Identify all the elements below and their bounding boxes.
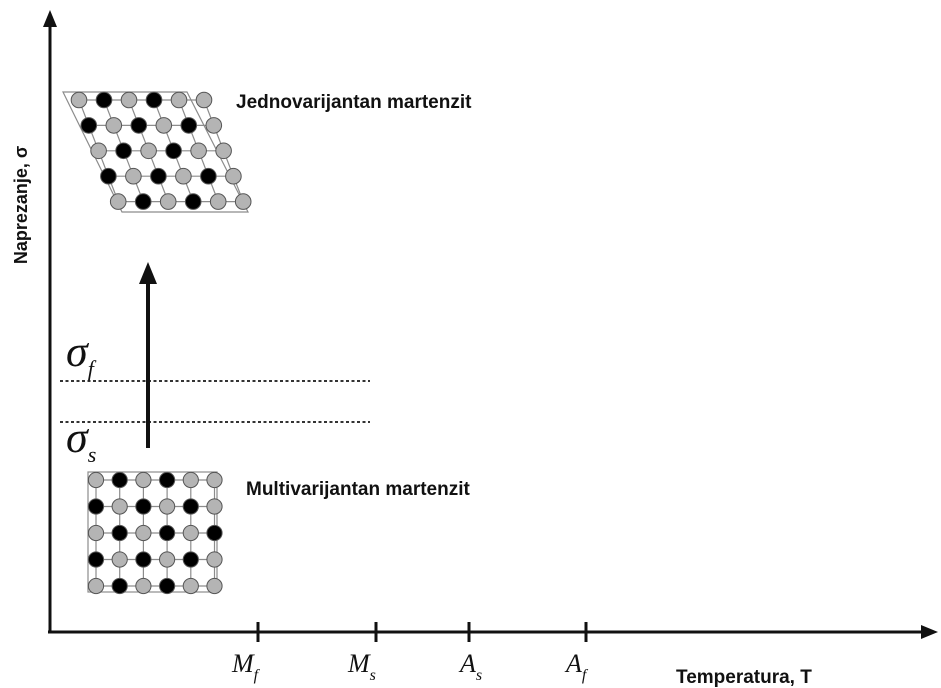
black-atom [130, 117, 148, 134]
sigma-s-label: σs [66, 413, 96, 467]
sigma-f-symbol: σ [66, 327, 90, 376]
black-atom [165, 142, 182, 160]
gray-atom [206, 577, 223, 595]
black-atom [135, 498, 152, 515]
gray-atom [135, 577, 152, 595]
twinned-martensite-label: Multivarijantan martenzit [246, 479, 470, 500]
gray-atom [206, 551, 223, 568]
gray-atom [225, 167, 242, 185]
twinned-martensite-lattice [87, 471, 223, 595]
sigma-s-symbol: σ [66, 413, 90, 462]
gray-atom [135, 471, 152, 489]
detwinned-martensite-label: Jednovarijantan martenzit [236, 92, 472, 113]
gray-atom [87, 471, 105, 489]
y-axis-label: Naprezanje, σ [11, 146, 31, 264]
gray-atom [125, 167, 142, 185]
black-atom [180, 117, 198, 134]
black-atom [87, 551, 105, 568]
temperature-ticks [256, 622, 588, 642]
black-atom [182, 551, 199, 568]
tick-label-as: As [458, 649, 482, 684]
gray-atom [175, 167, 192, 185]
gray-atom [111, 551, 128, 568]
tick-label-af-subscript: f [582, 667, 589, 684]
gray-atom [206, 471, 223, 489]
detwinned-martensite-lattice [62, 91, 252, 213]
black-atom [135, 551, 152, 568]
gray-atom [87, 524, 105, 542]
sigma-f-label: σf [66, 327, 97, 381]
black-atom [115, 142, 132, 160]
tick-label-af: Af [564, 649, 589, 684]
gray-atom [195, 91, 213, 109]
gray-atom [206, 498, 223, 515]
gray-atom [159, 193, 177, 210]
x-axis-label: Temperatura, T [676, 667, 812, 688]
black-atom [80, 117, 98, 134]
tick-label-ms-symbol: M [347, 649, 371, 678]
loading-arrow-head [139, 262, 157, 284]
tick-label-af-symbol: A [564, 649, 582, 678]
gray-atom [170, 91, 188, 109]
sigma-f-subscript: f [88, 356, 97, 381]
black-atom [100, 167, 117, 185]
gray-atom [70, 91, 88, 109]
tick-label-as-subscript: s [476, 667, 482, 684]
black-atom [159, 524, 176, 542]
tick-label-mf-symbol: M [231, 649, 255, 678]
black-atom [200, 167, 217, 185]
black-atom [150, 167, 167, 185]
gray-atom [109, 193, 127, 210]
gray-atom [234, 193, 252, 210]
gray-atom [105, 117, 123, 134]
black-atom [111, 577, 128, 595]
gray-atom [135, 524, 152, 542]
tick-label-mf-subscript: f [254, 667, 261, 684]
gray-atom [215, 142, 232, 160]
black-atom [159, 471, 176, 489]
black-atom [95, 91, 113, 109]
black-atom [184, 193, 202, 210]
sigma-s-subscript: s [88, 442, 97, 467]
gray-atom [209, 193, 227, 210]
gray-atom [87, 577, 105, 595]
x-axis-arrowhead [921, 625, 938, 639]
y-axis-arrowhead [43, 10, 57, 27]
tick-label-ms: Ms [347, 649, 376, 684]
tick-label-as-symbol: A [458, 649, 476, 678]
gray-atom [182, 524, 199, 542]
black-atom [87, 498, 105, 515]
gray-atom [190, 142, 207, 160]
tick-label-mf: Mf [231, 649, 261, 684]
gray-atom [111, 498, 128, 515]
black-atom [145, 91, 163, 109]
gray-atom [182, 471, 199, 489]
black-atom [111, 524, 128, 542]
gray-atom [205, 117, 223, 134]
tick-label-ms-subscript: s [370, 667, 376, 684]
gray-atom [140, 142, 157, 160]
gray-atom [182, 577, 199, 595]
gray-atom [155, 117, 173, 134]
black-atom [111, 471, 128, 489]
gray-atom [159, 498, 176, 515]
black-atom [206, 524, 223, 542]
black-atom [159, 577, 176, 595]
gray-atom [90, 142, 107, 160]
black-atom [182, 498, 199, 515]
gray-atom [159, 551, 176, 568]
gray-atom [120, 91, 138, 109]
black-atom [134, 193, 152, 210]
